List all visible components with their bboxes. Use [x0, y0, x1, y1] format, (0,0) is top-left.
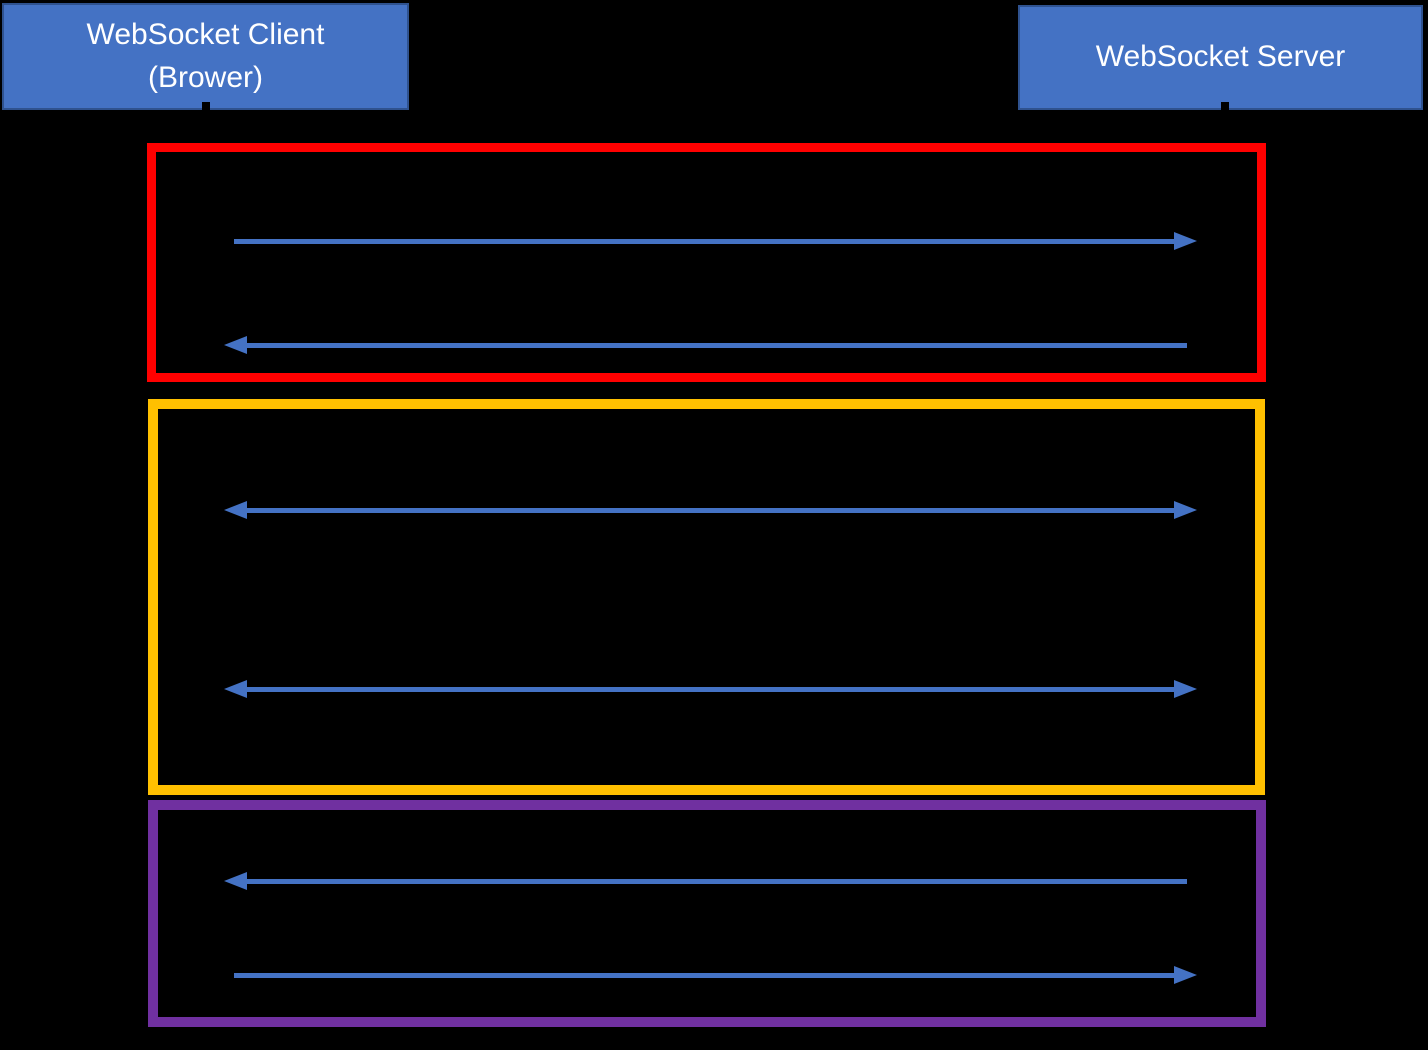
message-arrow-right: [224, 966, 1197, 984]
websocket-server-box: WebSocket Server: [1018, 5, 1423, 110]
arrowhead-right-icon: [1174, 966, 1197, 984]
arrow-line: [240, 343, 1187, 348]
server-label: WebSocket Server: [1095, 40, 1346, 74]
yellow-section-box: [148, 399, 1265, 795]
client-label-line2: (Brower): [147, 60, 263, 94]
arrowhead-right-icon: [1174, 680, 1197, 698]
message-arrow-left: [224, 336, 1197, 354]
message-arrow-both: [224, 501, 1197, 519]
arrowhead-left-icon: [224, 872, 247, 890]
red-section-box: [147, 143, 1266, 382]
client-label-line1: WebSocket Client: [86, 17, 325, 51]
arrow-line: [240, 879, 1187, 884]
client-lifeline-stub: [202, 102, 210, 112]
server-lifeline-stub: [1221, 102, 1229, 112]
arrowhead-left-icon: [224, 336, 247, 354]
websocket-client-box: WebSocket Client (Brower): [2, 3, 409, 110]
arrowhead-left-icon: [224, 680, 247, 698]
purple-section-box: [148, 800, 1266, 1027]
message-arrow-left: [224, 872, 1197, 890]
arrowhead-left-icon: [224, 501, 247, 519]
arrow-line: [240, 687, 1181, 692]
arrowhead-right-icon: [1174, 232, 1197, 250]
arrow-line: [234, 973, 1181, 978]
message-arrow-both: [224, 680, 1197, 698]
message-arrow-right: [224, 232, 1197, 250]
arrow-line: [234, 239, 1181, 244]
arrow-line: [240, 508, 1181, 513]
arrowhead-right-icon: [1174, 501, 1197, 519]
